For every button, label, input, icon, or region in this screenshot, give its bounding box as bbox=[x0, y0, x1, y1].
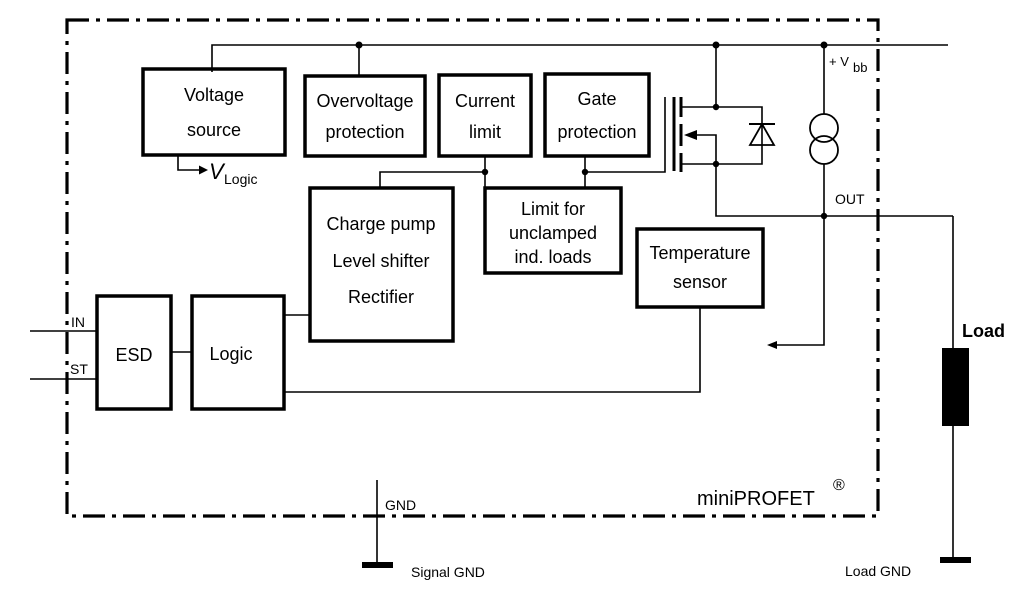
logic-label: Logic bbox=[209, 344, 252, 364]
current-limit-line-2: limit bbox=[469, 122, 501, 142]
gnd-pin-label: GND bbox=[385, 497, 416, 513]
vbb-subscript: bb bbox=[853, 60, 867, 75]
temperature-sensor-block: Temperature sensor bbox=[635, 227, 765, 309]
brand-label: miniPROFET bbox=[697, 488, 815, 510]
voltage-source-line-1: Voltage bbox=[184, 85, 244, 105]
overvoltage-protection-block: Overvoltage protection bbox=[303, 74, 427, 158]
v-logic-subscript: Logic bbox=[224, 171, 257, 187]
load-label: Load bbox=[962, 321, 1005, 341]
out-sense-arrow bbox=[767, 216, 825, 349]
signal-gnd: GND Signal GND bbox=[362, 480, 485, 580]
overvoltage-line-1: Overvoltage bbox=[316, 91, 413, 111]
registered-mark: ® bbox=[833, 477, 845, 494]
limit-unclamped-line-3: ind. loads bbox=[514, 247, 591, 267]
internal-wires bbox=[171, 97, 701, 393]
temperature-sensor-line-2: sensor bbox=[673, 272, 727, 292]
overvoltage-line-2: protection bbox=[325, 122, 404, 142]
temperature-sensor-line-1: Temperature bbox=[649, 243, 750, 263]
gate-protection-line-1: Gate bbox=[577, 89, 616, 109]
charge-pump-line-1: Charge pump bbox=[326, 214, 435, 234]
body-diode-icon bbox=[748, 122, 776, 146]
voltage-source-line-2: source bbox=[187, 120, 241, 140]
gate-protection-line-2: protection bbox=[557, 122, 636, 142]
charge-pump-line-2: Level shifter bbox=[332, 251, 429, 271]
signal-gnd-label: Signal GND bbox=[411, 564, 485, 580]
load-resistor-icon bbox=[940, 216, 971, 563]
vbb-label: + V bbox=[829, 54, 849, 69]
voltage-source-block: Voltage source bbox=[141, 67, 287, 157]
chip-boundary bbox=[65, 18, 880, 518]
limit-unclamped-line-1: Limit for bbox=[521, 199, 585, 219]
limit-unclamped-block: Limit for unclamped ind. loads bbox=[483, 186, 623, 275]
load-gnd-label: Load GND bbox=[845, 563, 911, 579]
esd-block: ESD bbox=[95, 294, 173, 411]
charge-pump-line-3: Rectifier bbox=[348, 287, 414, 307]
power-mosfet-symbol bbox=[672, 45, 953, 220]
v-logic-output: V Logic bbox=[177, 155, 257, 187]
current-limit-block: Current limit bbox=[437, 73, 533, 158]
current-source-icon bbox=[809, 45, 839, 216]
esd-label: ESD bbox=[115, 345, 152, 365]
in-pin-label: IN bbox=[71, 314, 85, 330]
out-label: OUT bbox=[835, 191, 865, 207]
gate-protection-block: Gate protection bbox=[543, 72, 651, 158]
current-limit-line-1: Current bbox=[455, 91, 515, 111]
input-pins: IN ST bbox=[30, 314, 97, 380]
limit-unclamped-line-2: unclamped bbox=[509, 223, 597, 243]
logic-block: Logic bbox=[190, 294, 286, 411]
v-logic-symbol: V bbox=[209, 159, 226, 184]
charge-pump-block: Charge pump Level shifter Rectifier bbox=[308, 186, 455, 343]
st-pin-label: ST bbox=[70, 361, 88, 377]
